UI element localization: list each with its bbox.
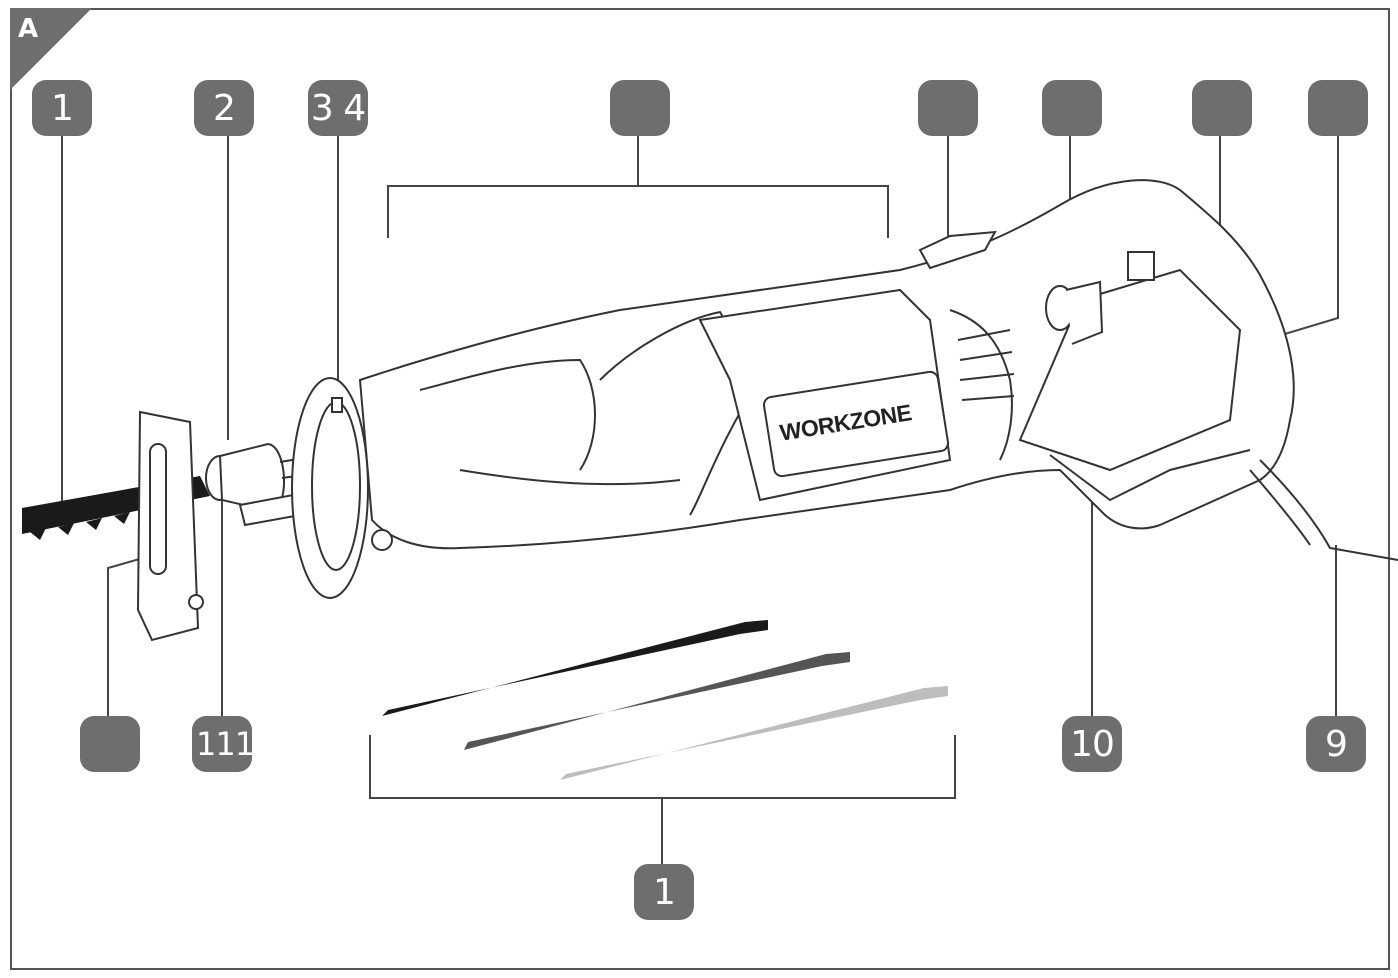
- callout-badge-11-12: 1112: [192, 716, 252, 772]
- saw-body: [358, 179, 1398, 561]
- callout-badge-2: 2: [194, 80, 254, 136]
- callout-badge-blank-a: [610, 80, 670, 136]
- callout-badge-blank-b: [918, 80, 978, 136]
- callout-badge-3-4: 3 4: [308, 80, 368, 136]
- callout-badge-blank-d: [1192, 80, 1252, 136]
- front-collar: [291, 377, 369, 599]
- callout-badge-blank-c: [1042, 80, 1102, 136]
- callout-badge-blades-1: 1: [634, 864, 694, 920]
- panel-label: A: [18, 14, 39, 44]
- callout-badge-bottom-blank: [80, 716, 140, 772]
- callout-badge-blank-e: [1308, 80, 1368, 136]
- callout-badge-10: 10: [1062, 716, 1122, 772]
- shoe-plate: [136, 410, 204, 642]
- spare-blades: [382, 620, 948, 780]
- callout-badge-1: 1: [32, 80, 92, 136]
- corner-tab: [10, 8, 92, 90]
- callout-badge-9: 9: [1306, 716, 1366, 772]
